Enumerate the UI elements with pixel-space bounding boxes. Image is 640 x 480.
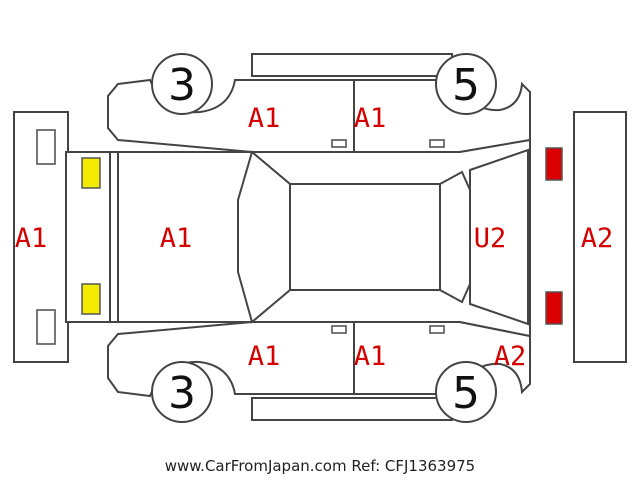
code-front-door-bottom: A1 [248, 341, 281, 372]
rear-window [439, 170, 471, 304]
top-rear-door-handle [429, 139, 445, 148]
rear-marker-top [545, 147, 563, 181]
rear-bumper-panel [573, 111, 627, 363]
rear-marker-bottom [545, 291, 563, 325]
code-rear-bumper: A2 [581, 223, 614, 254]
top-front-door-handle [331, 139, 347, 148]
code-hood: A1 [160, 223, 193, 254]
reference-footer: www.CarFromJapan.com Ref: CFJ1363975 [165, 457, 475, 475]
front-bumper-slot [36, 309, 56, 345]
front-left-tyre [151, 53, 213, 115]
code-rear-quarter: A2 [494, 341, 527, 372]
windshield [237, 150, 291, 324]
code-front-bumper: A1 [15, 223, 48, 254]
front-bumper-panel [13, 111, 69, 363]
front-marker-top [81, 157, 101, 189]
roof-panel [289, 183, 441, 291]
code-front-door-top: A1 [248, 103, 281, 134]
tyre-number-front-left: 3 [168, 60, 196, 111]
code-rear-door-top: A1 [354, 103, 387, 134]
code-trunk: U2 [474, 223, 507, 254]
bottom-front-door-handle [331, 325, 347, 334]
front-bumper-slot [36, 129, 56, 165]
rear-left-tyre [435, 53, 497, 115]
code-rear-door-bottom: A1 [354, 341, 387, 372]
tyre-number-rear-left: 5 [452, 60, 480, 111]
bottom-rear-door-handle [429, 325, 445, 334]
roof-rail-bottom [251, 397, 453, 421]
front-marker-bottom [81, 283, 101, 315]
tyre-number-front-right: 3 [168, 368, 196, 419]
tyre-number-rear-right: 5 [452, 368, 480, 419]
rear-right-tyre [435, 361, 497, 423]
roof-rail-top [251, 53, 453, 77]
trunk-panel [469, 148, 529, 326]
front-right-tyre [151, 361, 213, 423]
